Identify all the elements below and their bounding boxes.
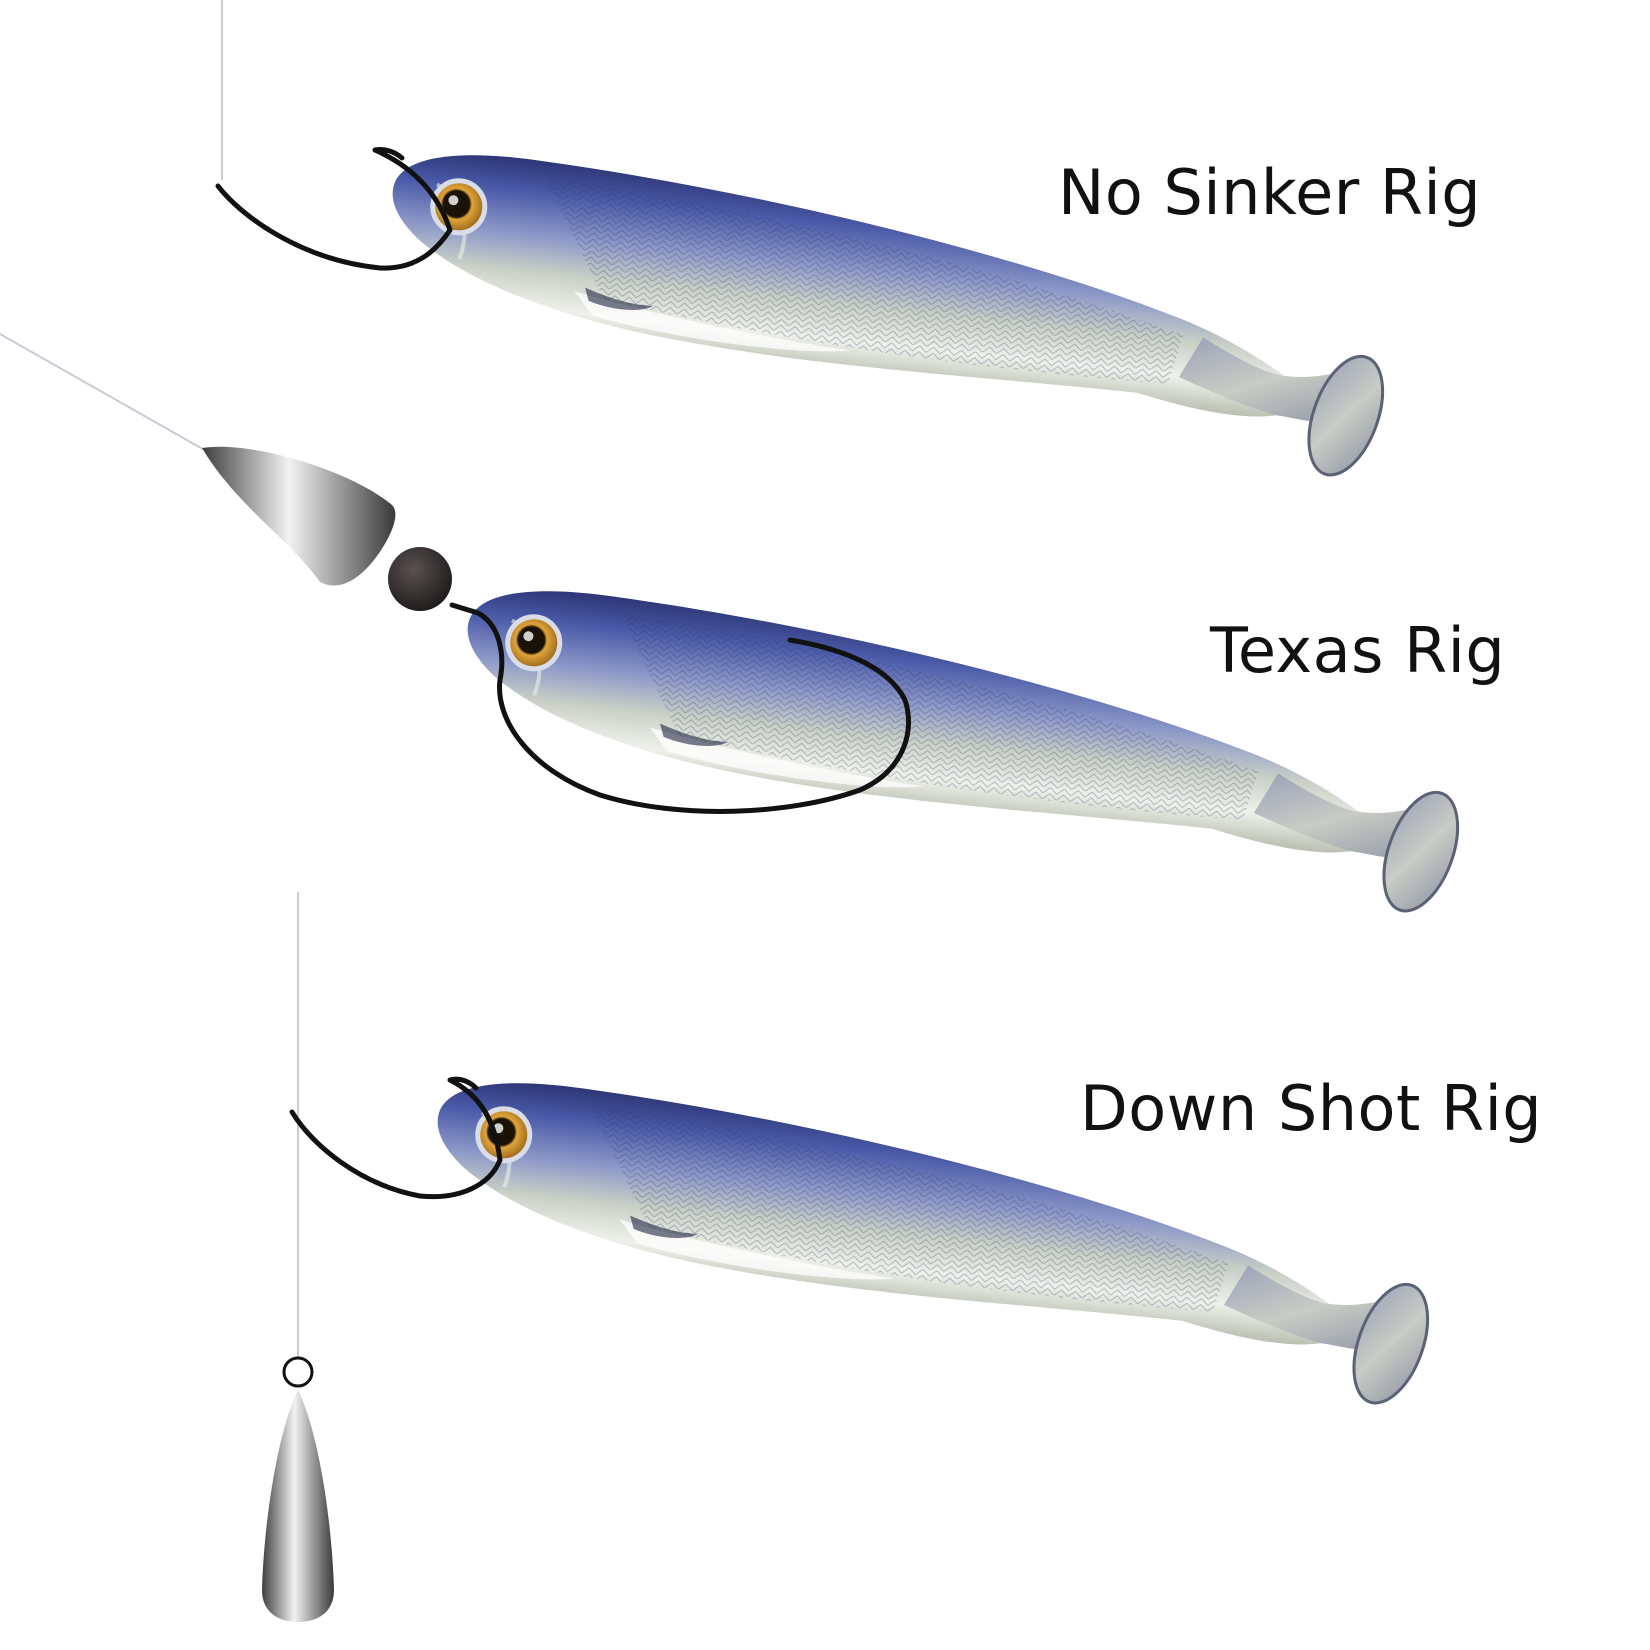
no-sinker-rig [215,0,1409,488]
rig-label-no-sinker: No Sinker Rig [1058,156,1482,229]
down-shot-rig [262,892,1454,1622]
hook-icon [449,602,912,814]
drop-sinker-icon [262,1390,334,1622]
rig-label-down-shot: Down Shot Rig [1080,1072,1543,1145]
bullet-sinker-icon [202,446,396,586]
hook-icon [289,1076,503,1200]
rig-label-texas: Texas Rig [1210,614,1506,687]
fishing-line [0,333,209,453]
texas-rig [0,333,1484,924]
swivel-ring-icon [282,1356,314,1388]
hook-icon [215,147,453,271]
bead-icon [388,547,452,611]
